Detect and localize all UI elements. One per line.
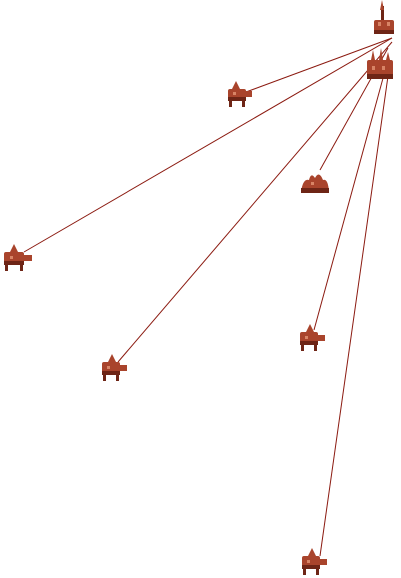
walker-unit-icon[interactable]	[302, 548, 327, 575]
walker-unit-icon[interactable]	[228, 81, 252, 107]
route-line-unit-4	[23, 37, 393, 253]
route-line-unit-1	[245, 37, 393, 93]
route-lines	[23, 37, 393, 557]
fortress-icon[interactable]	[367, 48, 393, 79]
walker-unit-icon[interactable]	[300, 324, 325, 351]
mound-structure-icon[interactable]	[301, 174, 329, 193]
castle-spire-icon[interactable]	[374, 0, 394, 34]
route-line-unit-5	[117, 41, 393, 363]
route-line-unit-2	[313, 59, 389, 331]
walker-unit-icon[interactable]	[102, 354, 127, 381]
route-line-unit-6	[319, 61, 391, 557]
walker-unit-icon[interactable]	[4, 244, 32, 271]
